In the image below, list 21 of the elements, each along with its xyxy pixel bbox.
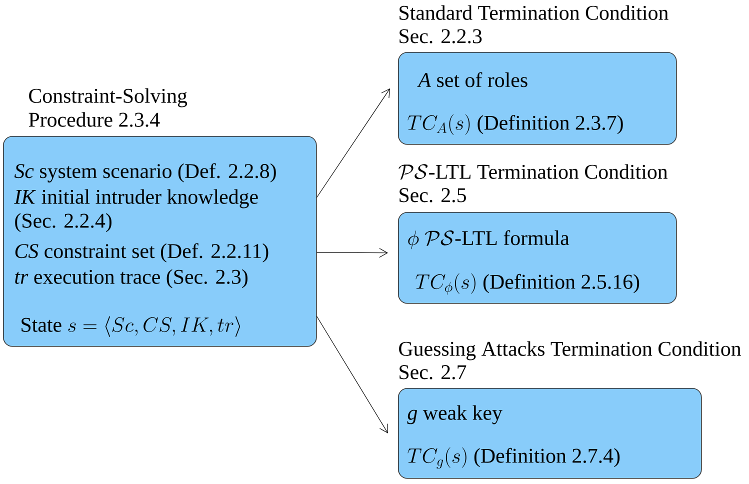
box-text: g weak key	[407, 405, 502, 424]
box-text: Sc system scenario (Def. 2.2.8)	[14, 163, 276, 182]
heading: Constraint-Solving Procedure 2.3.4	[28, 88, 188, 127]
arrow	[316, 88, 390, 198]
box-text: $TC_\phi(s)\mbox{ (Definition 2.5.16)}$	[416, 273, 640, 295]
box-text: $\phi\ \mathcal{PS}\mbox{-LTL formula}$	[408, 230, 570, 250]
box-text: tr execution trace (Sec. 2.3)	[15, 269, 248, 288]
heading: Sec. 2.5	[400, 188, 466, 202]
box-text: CS constraint set (Def. 2.2.11)	[15, 243, 268, 262]
heading: $\mathcal{PS}\mbox{-LTL Termination Condition}$	[398, 164, 668, 180]
heading: Guessing Attacks Termination Condition	[399, 341, 742, 360]
arrow	[316, 316, 388, 434]
arrow	[316, 248, 388, 258]
heading: Standard Termination Condition	[400, 5, 668, 20]
box-text: IK initial intruder knowledge (Sec. 2.2.4)	[14, 189, 258, 232]
heading: Sec. 2.2.3	[400, 29, 482, 44]
box-text: $\mbox{State }s = \langle Sc, CS, IK, tr\rangle$	[22, 316, 240, 337]
box-text: A set of roles	[417, 72, 528, 88]
heading: Sec. 2.7	[400, 365, 466, 380]
box-text: $TC_g(s)\mbox{ (Definition 2.7.4)}$	[408, 447, 620, 469]
box-text: $TC_A(s)\mbox{ (Definition 2.3.7)}$	[408, 114, 623, 135]
